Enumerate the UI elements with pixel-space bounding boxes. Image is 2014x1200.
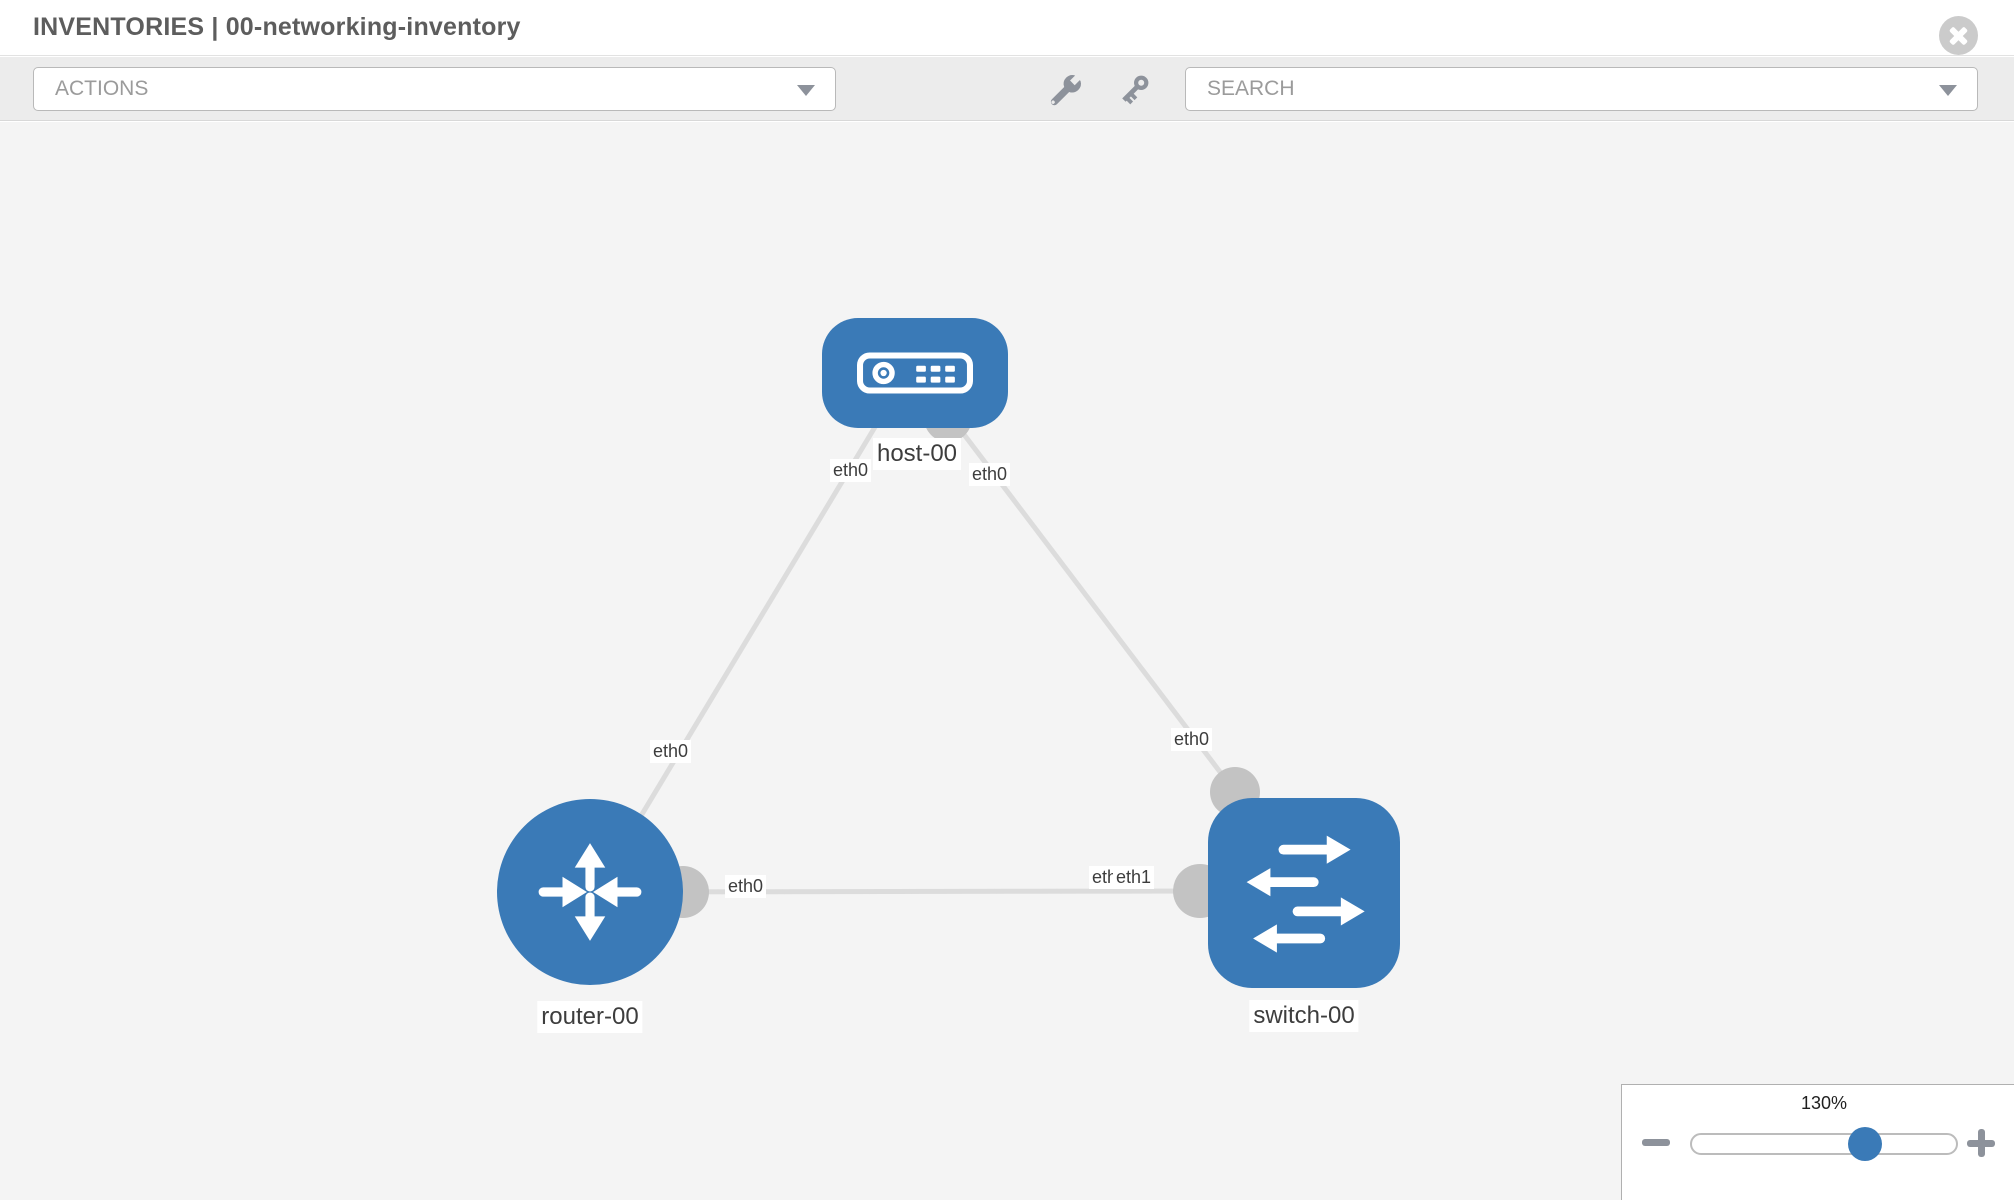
node-host-00[interactable] [822, 318, 1008, 428]
zoom-in-button[interactable] [1967, 1129, 1995, 1157]
actions-dropdown[interactable]: ACTIONS [33, 67, 836, 111]
chevron-down-icon [797, 85, 815, 96]
iface-label-switch-eth0-top: eth0 [1171, 728, 1213, 751]
router-arrows-icon [538, 843, 642, 941]
zoom-percentage: 130% [1800, 1093, 1848, 1113]
zoom-slider-thumb[interactable] [1848, 1127, 1882, 1161]
close-icon [1939, 16, 1978, 55]
node-label-router: router-00 [537, 1001, 643, 1033]
node-label-host: host-00 [872, 438, 962, 470]
server-icon [857, 352, 973, 394]
actions-dropdown-label: ACTIONS [55, 77, 149, 100]
zoom-control-panel: 130% [1621, 1084, 2014, 1200]
zoom-slider-track[interactable] [1690, 1133, 1958, 1155]
wrench-icon[interactable] [1048, 72, 1084, 108]
topology-links-layer [589, 394, 1260, 918]
search-dropdown[interactable]: SEARCH [1185, 67, 1978, 111]
header-bar: INVENTORIES | 00-networking-inventory [0, 0, 2014, 56]
zoom-out-button[interactable] [1642, 1139, 1670, 1146]
search-dropdown-label: SEARCH [1207, 77, 1295, 100]
chevron-down-icon [1939, 85, 1957, 96]
close-button[interactable] [1939, 16, 1978, 55]
key-icon[interactable] [1116, 72, 1152, 108]
iface-label-switch-eth1: eth1 [1113, 866, 1155, 889]
switch-arrows-icon [1246, 835, 1365, 953]
page-title: INVENTORIES | 00-networking-inventory [33, 13, 521, 41]
toolbar: ACTIONS SEARCH [0, 57, 2014, 121]
node-router-00[interactable] [497, 799, 683, 985]
iface-label-host-eth0-right: eth0 [969, 463, 1011, 486]
iface-label-router-eth0-diagonal: eth0 [650, 740, 692, 763]
node-label-switch: switch-00 [1249, 1000, 1359, 1032]
node-switch-00[interactable] [1208, 798, 1400, 988]
iface-label-host-eth0-left: eth0 [830, 459, 872, 482]
topology-canvas[interactable]: host-00 router-00 switch-00 eth0 eth0 et… [0, 122, 2014, 1200]
iface-label-router-eth0-horizontal: eth0 [725, 875, 767, 898]
